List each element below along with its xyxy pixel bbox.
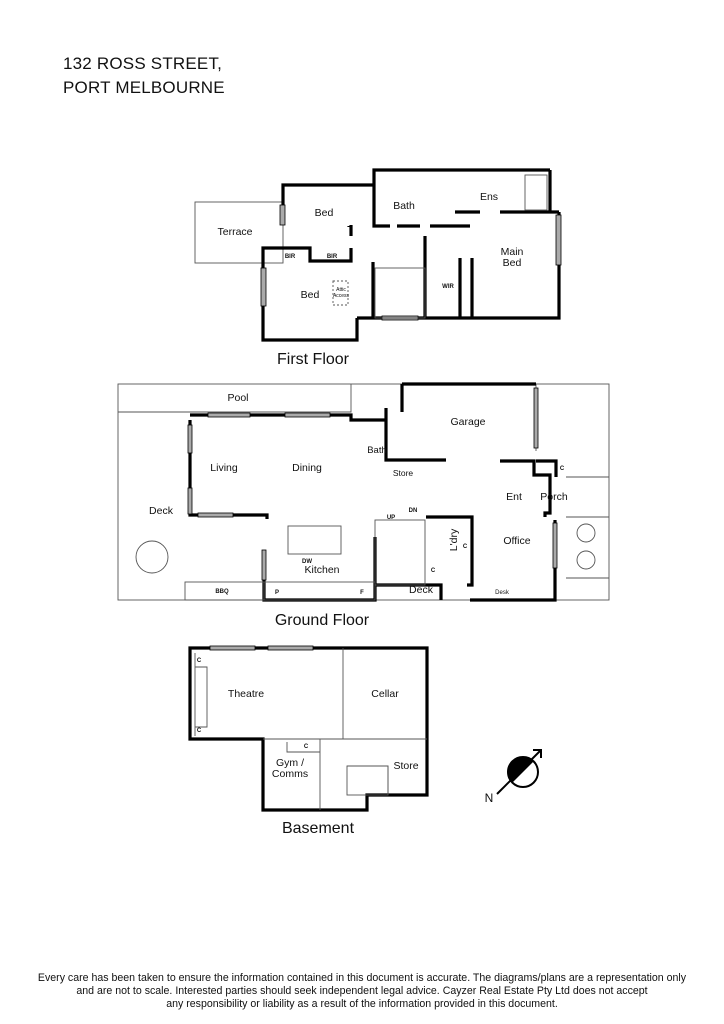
- disclaimer-line: and are not to scale. Interested parties…: [76, 985, 648, 998]
- room-label-store: Store: [393, 468, 414, 478]
- room-label-pool: Pool: [227, 392, 248, 404]
- window: [209, 645, 256, 651]
- dishwasher-label: DW: [302, 559, 312, 565]
- basement-walls: [188, 646, 429, 812]
- cupboard-label: C: [431, 568, 436, 574]
- room-label-porch: Porch: [540, 491, 568, 503]
- window: [197, 512, 234, 518]
- fridge-label: F: [360, 590, 364, 596]
- pantry-label: P: [275, 590, 279, 596]
- window: [279, 204, 286, 226]
- terrace-outline: [194, 201, 284, 264]
- bathtub: [524, 174, 548, 211]
- window: [261, 549, 267, 581]
- room-label-office: Office: [503, 535, 530, 547]
- garage-door: [533, 387, 539, 449]
- room-label-cellar: Cellar: [371, 688, 399, 700]
- room-label-bath: Bath: [393, 200, 415, 212]
- basement-inner-lines: [194, 648, 427, 810]
- ground-floor-plan: Pool Garage Bath Living Dining Store C E…: [117, 382, 610, 629]
- disclaimer-line: any responsibility or liability as a res…: [166, 998, 558, 1011]
- room-label-laundry: L'dry: [448, 528, 460, 551]
- floor-label-basement: Basement: [282, 820, 355, 837]
- tree-icon: [576, 550, 596, 570]
- stairs-up-label: UP: [387, 515, 395, 521]
- room-label-bed: Bed: [315, 207, 334, 219]
- cupboard-label: C: [197, 658, 202, 664]
- room-label-deck: Deck: [409, 584, 434, 596]
- attic-access-hatch: [332, 280, 349, 306]
- room-label-kitchen: Kitchen: [304, 564, 339, 576]
- cupboard-label: C: [463, 544, 468, 550]
- kitchen-bench: [263, 581, 376, 601]
- north-arrow-icon: N: [485, 749, 542, 805]
- desk-label: Desk: [495, 590, 510, 596]
- disclaimer: Every care has been taken to ensure the …: [0, 972, 724, 1012]
- room-label-wir: WIR: [442, 284, 454, 290]
- stairs-down-label: DN: [409, 508, 418, 514]
- address-street: 132 ROSS STREET,: [63, 54, 223, 73]
- room-label-deck: Deck: [149, 505, 174, 517]
- floor-label-first: First Floor: [277, 351, 350, 368]
- tree-icon: [576, 523, 596, 543]
- bbq-label: BBQ: [215, 589, 229, 595]
- window: [260, 267, 267, 307]
- window: [187, 424, 193, 454]
- room-label-theatre: Theatre: [228, 688, 264, 700]
- stairs: [346, 765, 389, 796]
- disclaimer-line: Every care has been taken to ensure the …: [37, 972, 687, 984]
- property-address: 132 ROSS STREET, PORT MELBOURNE: [63, 52, 225, 100]
- window: [207, 412, 251, 418]
- north-label: N: [485, 791, 494, 805]
- room-label-bir: BIR: [285, 254, 296, 260]
- room-label-bath: Bath: [367, 445, 387, 456]
- room-label-comms: Comms: [272, 768, 308, 780]
- room-label-terrace: Terrace: [217, 226, 252, 238]
- window: [555, 214, 562, 266]
- window: [187, 487, 193, 515]
- cupboard-label: C: [560, 466, 565, 472]
- room-label-living: Living: [210, 462, 238, 474]
- tree-icon: [135, 540, 169, 574]
- room-label-main-bed-2: Bed: [503, 257, 522, 269]
- window: [267, 645, 314, 651]
- cupboard-label: C: [197, 728, 202, 734]
- room-label-store: Store: [393, 760, 418, 772]
- kitchen-island: [287, 525, 342, 555]
- window: [284, 412, 331, 418]
- room-label-ensuite: Ens: [480, 191, 498, 203]
- cupboard-label: C: [304, 744, 309, 750]
- label-access: Access: [333, 293, 350, 299]
- stairs: [374, 519, 426, 586]
- room-label-garage: Garage: [450, 416, 485, 428]
- label-attic: Attic: [336, 287, 346, 293]
- first-floor-plan: Terrace Bed Bath Ens Main Bed BIR BIR Be…: [194, 168, 562, 368]
- window: [552, 522, 558, 569]
- room-label-entry: Ent: [506, 491, 522, 503]
- stairs: [374, 267, 426, 319]
- address-suburb: PORT MELBOURNE: [63, 78, 225, 97]
- room-label-bed: Bed: [301, 289, 320, 301]
- room-label-gym: Gym /: [276, 757, 304, 769]
- floor-label-ground: Ground Floor: [275, 612, 370, 629]
- basement-plan: Theatre Cellar C C C Gym / Comms Store B…: [188, 645, 429, 837]
- room-label-main-bed: Main: [501, 246, 524, 258]
- room-label-dining: Dining: [292, 462, 322, 474]
- room-label-bir: BIR: [327, 254, 338, 260]
